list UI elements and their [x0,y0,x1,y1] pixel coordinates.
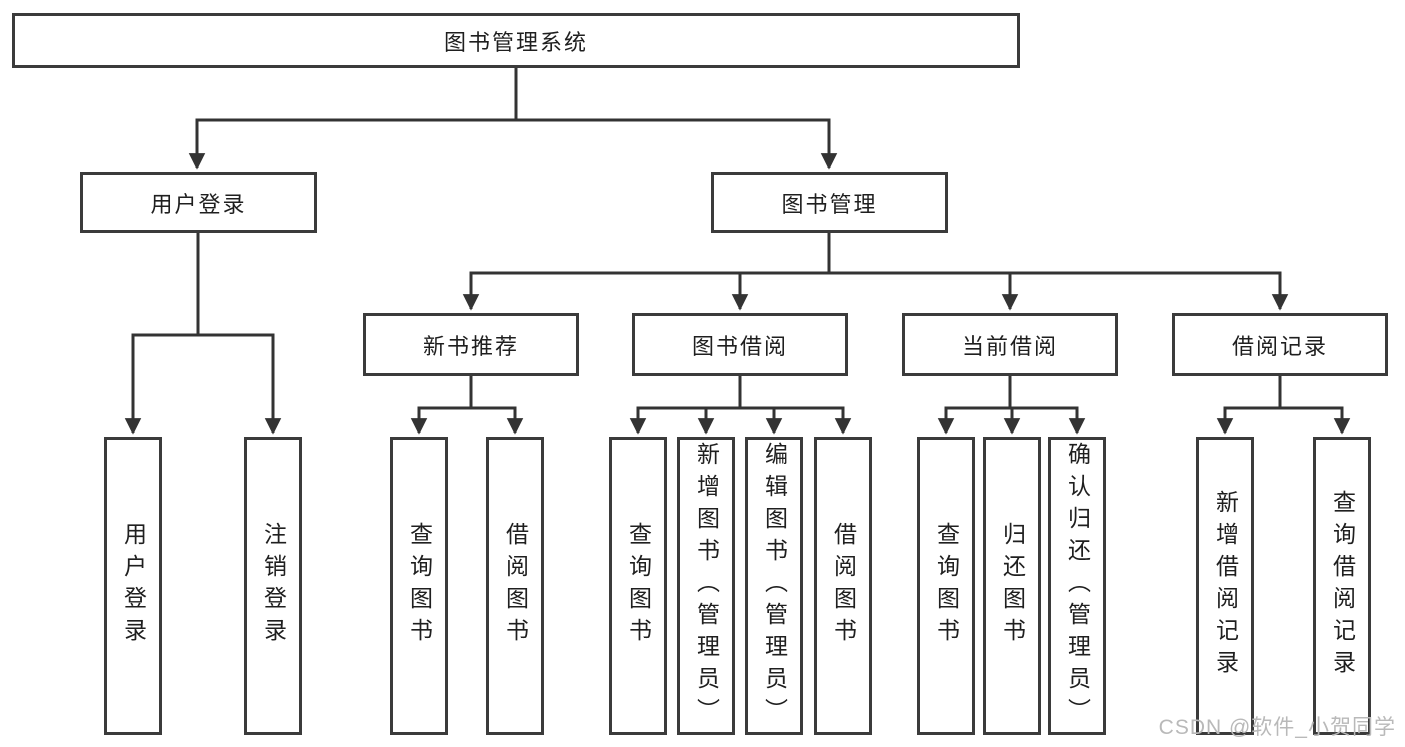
leaf-borrow-books: 借阅图书 [814,437,872,735]
leaf-logout: 注销登录 [244,437,302,735]
leaf-confirm-return-admin: 确认归还（管理员） [1048,437,1106,735]
node-label: 借阅记录 [1231,333,1328,359]
csdn-watermark: CSDN @软件_小贺同学 [1158,716,1396,739]
node-label: 归还图书 [999,522,1026,650]
node-label: 查询图书 [625,522,652,650]
node-label: 确认归还（管理员） [1064,442,1091,730]
node-label: 注销登录 [260,522,287,650]
node-label: 新增图书（管理员） [693,442,720,730]
node-book-borrowing: 图书借阅 [632,313,848,376]
node-label: 新增借阅记录 [1212,490,1239,682]
node-label: 新书推荐 [422,333,519,359]
node-label: 查询借阅记录 [1329,490,1356,682]
node-book-management: 图书管理 [711,172,948,233]
leaf-query-books-recommend: 查询图书 [390,437,448,735]
node-label: 查询图书 [933,522,960,650]
leaf-add-borrow-record: 新增借阅记录 [1196,437,1254,735]
node-user-login: 用户登录 [80,172,317,233]
leaf-return-books: 归还图书 [983,437,1041,735]
leaf-query-books-current: 查询图书 [917,437,975,735]
node-label: 图书管理系统 [443,29,588,55]
node-label: 借阅图书 [830,522,857,650]
node-label: 当前借阅 [961,333,1058,359]
node-borrowing-records: 借阅记录 [1172,313,1388,376]
leaf-query-borrow-record: 查询借阅记录 [1313,437,1371,735]
leaf-borrow-books-recommend: 借阅图书 [486,437,544,735]
node-label: 查询图书 [406,522,433,650]
node-new-book-recommendation: 新书推荐 [363,313,579,376]
leaf-add-books-admin: 新增图书（管理员） [677,437,735,735]
node-library-management-system: 图书管理系统 [12,13,1020,68]
node-label: 借阅图书 [502,522,529,650]
leaf-edit-books-admin: 编辑图书（管理员） [745,437,803,735]
node-label: 用户登录 [150,191,247,217]
node-label: 用户登录 [120,522,147,650]
leaf-query-books-borrowing: 查询图书 [609,437,667,735]
leaf-user-login: 用户登录 [104,437,162,735]
node-label: 图书管理 [781,191,878,217]
node-label: 编辑图书（管理员） [761,442,788,730]
node-current-borrowing: 当前借阅 [902,313,1118,376]
node-label: 图书借阅 [691,333,788,359]
